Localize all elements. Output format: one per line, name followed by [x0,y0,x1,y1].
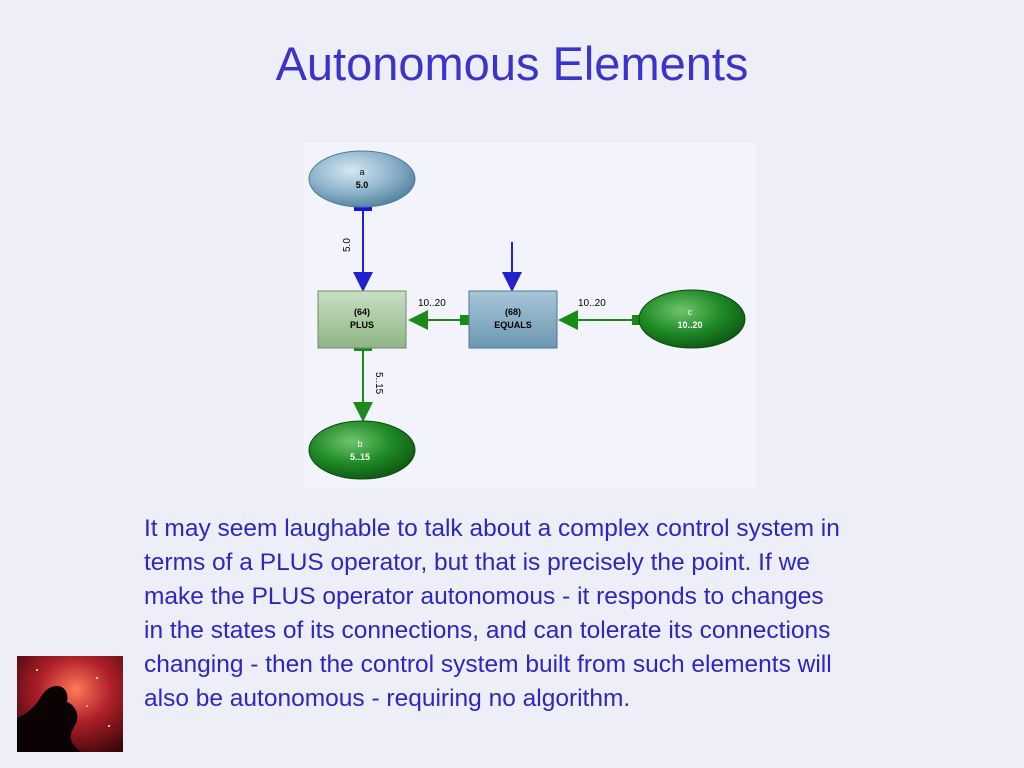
plus-id: (64) [354,307,370,317]
equals-operator-box[interactable]: (68) EQUALS [468,290,558,349]
plus-label: PLUS [350,320,374,330]
node-b-value: 5..15 [350,452,370,462]
variable-node-b[interactable]: b 5..15 [308,420,416,480]
constraint-diagram: 5.0 5..15 10..20 10..20 a 5.0 [300,140,760,490]
edge-label-a-plus: 5.0 [342,238,353,252]
node-c-name: c [688,307,693,317]
node-a-value: 5.0 [356,180,369,190]
edge-label-c-equals: 10..20 [578,298,606,309]
edge-equals-to-plus[interactable]: 10..20 [408,298,470,330]
edge-label-plus-b: 5..15 [373,372,384,395]
plus-operator-box[interactable]: (64) PLUS [317,290,407,349]
horsehead-nebula-image [17,656,123,752]
node-b-name: b [357,439,362,449]
equals-id: (68) [505,307,521,317]
variable-node-a[interactable]: a 5.0 [308,150,416,208]
variable-node-c[interactable]: c 10..20 [638,289,746,349]
node-c-value: 10..20 [677,320,702,330]
equals-label: EQUALS [494,320,532,330]
diagram-canvas: 5.0 5..15 10..20 10..20 a 5.0 [304,142,756,488]
edge-label-equals-plus: 10..20 [418,298,446,309]
edge-c-to-equals[interactable]: 10..20 [558,298,642,330]
node-a-name: a [359,167,364,177]
slide-title: Autonomous Elements [275,37,749,90]
slide-body-text: It may seem laughable to talk about a co… [144,515,840,712]
